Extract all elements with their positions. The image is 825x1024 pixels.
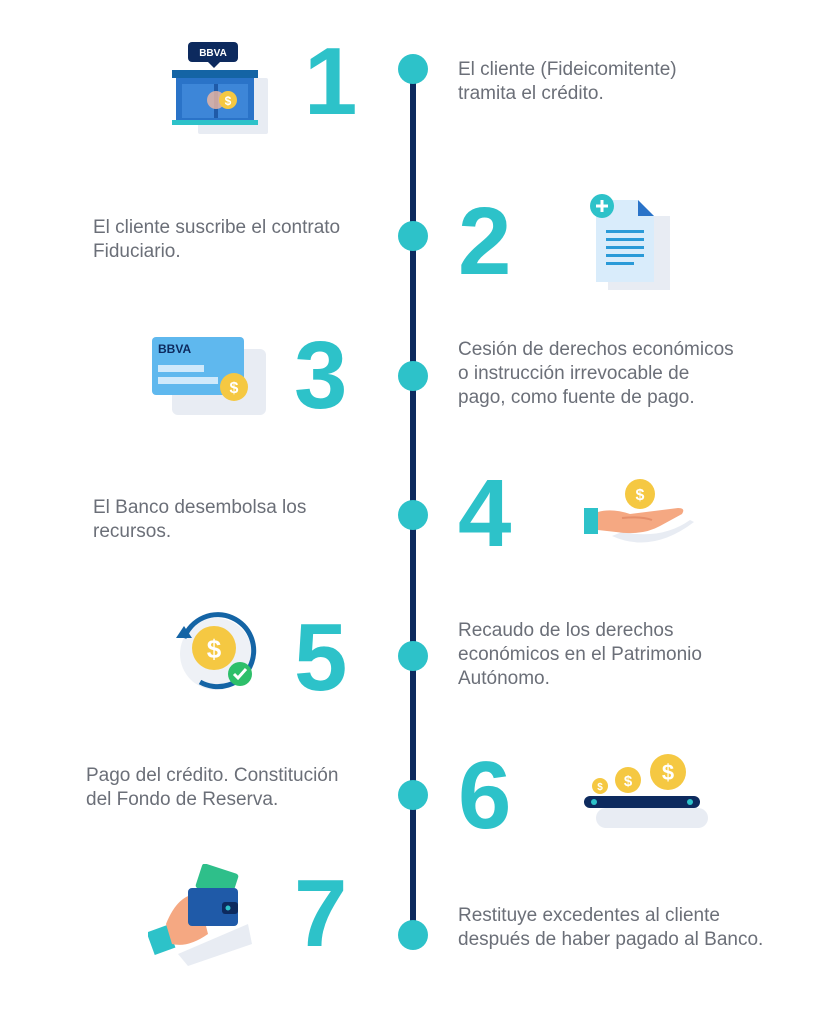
step-text-3: Cesión de derechos económicos o instrucc… — [458, 338, 734, 410]
step-3-line-2: o instrucción irrevocable de — [458, 363, 690, 384]
step-6-line-2: del Fondo de Reserva. — [86, 789, 279, 810]
hand-coin-icon: $ — [584, 479, 694, 543]
svg-text:$: $ — [230, 380, 239, 397]
step-number-1: 1 — [304, 28, 357, 135]
step-text-4: El Banco desembolsa los recursos. — [93, 496, 306, 544]
bank-card-label: BBVA — [158, 342, 191, 356]
timeline-dot-4 — [398, 500, 428, 530]
timeline-dot-1 — [398, 54, 428, 84]
wallet-hand-icon — [148, 864, 252, 966]
timeline-dot-7 — [398, 920, 428, 950]
svg-text:$: $ — [207, 634, 222, 664]
svg-text:$: $ — [225, 94, 232, 108]
step-3-line-1: Cesión de derechos económicos — [458, 339, 734, 360]
step-4-line-1: El Banco desembolsa los — [93, 497, 307, 518]
timeline-dot-3 — [398, 361, 428, 391]
step-3-line-3: pago, como fuente de pago. — [458, 387, 695, 408]
step-text-1: El cliente (Fideicomitente) tramita el c… — [458, 58, 677, 106]
document-add-icon — [590, 194, 670, 290]
step-text-6: Pago del crédito. Constitución del Fondo… — [86, 764, 338, 812]
svg-text:$: $ — [597, 782, 603, 793]
step-2-line-2: Fiduciario. — [93, 241, 181, 262]
svg-text:$: $ — [624, 773, 633, 790]
coins-conveyor-icon: $ $ $ — [584, 754, 708, 828]
bank-card-icon: BBVA $ — [152, 337, 266, 415]
timeline-dot-2 — [398, 221, 428, 251]
step-5-line-3: Autónomo. — [458, 668, 550, 689]
step-number-4: 4 — [458, 460, 511, 567]
step-number-5: 5 — [294, 604, 347, 711]
step-text-5: Recaudo de los derechos económicos en el… — [458, 619, 702, 691]
step-6-line-1: Pago del crédito. Constitución — [86, 765, 339, 786]
svg-text:$: $ — [636, 487, 645, 504]
step-5-line-2: económicos en el Patrimonio — [458, 644, 702, 665]
step-7-line-2: después de haber pagado al Banco. — [458, 929, 764, 950]
step-4-line-2: recursos. — [93, 521, 172, 542]
step-number-3: 3 — [294, 322, 347, 429]
step-text-7: Restituye excedentes al cliente después … — [458, 904, 763, 952]
step-number-2: 2 — [458, 188, 511, 295]
timeline-dot-6 — [398, 780, 428, 810]
bank-branch-label: BBVA — [199, 48, 227, 59]
step-1-line-1: El cliente (Fideicomitente) — [458, 59, 677, 80]
step-5-line-1: Recaudo de los derechos — [458, 620, 674, 641]
step-number-6: 6 — [458, 742, 511, 849]
step-1-line-2: tramita el crédito. — [458, 83, 604, 104]
coin-cycle-check-icon: $ — [176, 612, 257, 690]
step-2-line-1: El cliente suscribe el contrato — [93, 217, 341, 238]
step-number-7: 7 — [294, 860, 347, 967]
svg-text:$: $ — [662, 760, 674, 785]
bank-branch-icon: BBVA $ — [172, 42, 268, 134]
step-7-line-1: Restituye excedentes al cliente — [458, 905, 720, 926]
timeline-dot-5 — [398, 641, 428, 671]
step-text-2: El cliente suscribe el contrato Fiduciar… — [93, 216, 340, 264]
